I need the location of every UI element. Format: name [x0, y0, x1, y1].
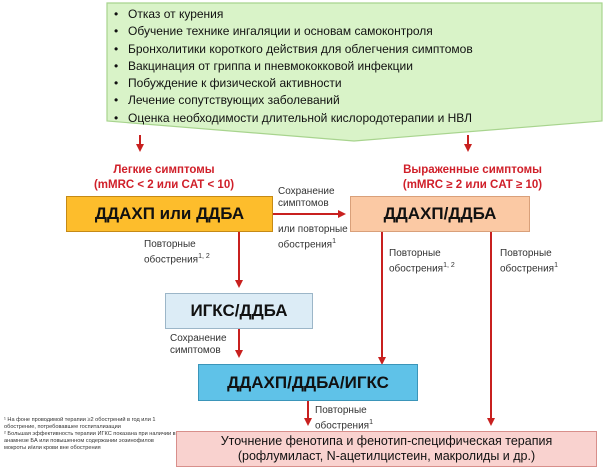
general-measures-item-text: Обучение технике ингаляции и основам сам…: [128, 24, 433, 39]
box-phenotype-therapy: Уточнение фенотипа и фенотип-специфическ…: [176, 431, 597, 467]
note-right-repeated-b-sup: 1: [554, 262, 558, 269]
bullet-dot-icon: •: [114, 24, 119, 39]
severe-symptoms-label: Выраженные симптомы (mMRC ≥ 2 или CAT ≥ …: [385, 163, 560, 193]
mild-symptoms-criteria: (mMRC < 2 или CAT < 10): [93, 179, 235, 191]
general-measures-item-text: Побуждение к физической активности: [128, 76, 342, 91]
top-panel-shape: [106, 2, 603, 142]
box-lama-or-laba: ДДАХП или ДДБА: [66, 196, 273, 232]
general-measures-item-text: Лечение сопутствующих заболеваний: [128, 93, 340, 108]
general-measures-item: • Лечение сопутствующих заболеваний: [112, 92, 592, 109]
note-bottom-repeated-text: Повторные обострения: [315, 405, 370, 432]
note-persisting-text: Сохранение симптомов: [278, 186, 335, 209]
note-or-repeated: или повторные обострения1: [278, 224, 353, 251]
note-right-repeated-b: Повторные обострения1: [500, 248, 570, 275]
general-measures-item-text: Отказ от курения: [128, 7, 224, 21]
note-bottom-repeated-sup: 1: [369, 419, 373, 426]
general-measures-item-text: Оценка необходимости длительной кислород…: [128, 110, 473, 125]
note-left-repeated-text: Повторные обострения: [144, 239, 199, 266]
bullet-dot-icon: •: [114, 93, 119, 108]
bullet-dot-icon: •: [114, 76, 119, 91]
footnote-2: ² Большая эффективность терапии ИГКС пок…: [4, 431, 176, 451]
box-ics-laba: ИГКС/ДДБА: [165, 293, 313, 329]
general-measures-item: • Обучение технике ингаляции и основам са…: [112, 23, 592, 40]
note-right-repeated-b-text: Повторные обострения: [500, 248, 555, 275]
general-measures-item: • Побуждение к физической активности: [112, 75, 592, 92]
box-triple-therapy: ДДАХП/ДДБА/ИГКС: [198, 364, 418, 401]
severe-symptoms-criteria: (mMRC ≥ 2 или CAT ≥ 10): [402, 179, 543, 191]
footnote-1: ¹ На фоне проводимой терапии ≥2 обострен…: [4, 417, 156, 430]
mild-symptoms-title: Легкие симптомы: [113, 164, 215, 176]
phenotype-therapy-line1: Уточнение фенотипа и фенотип-специфическ…: [220, 434, 553, 448]
bullet-dot-icon: •: [114, 41, 119, 56]
mild-symptoms-label: Легкие симптомы (mMRC < 2 или CAT < 10): [84, 163, 244, 193]
bullet-dot-icon: •: [114, 58, 119, 73]
note-middle-persisting-text: Сохранение симптомов: [170, 333, 227, 356]
general-measures-item-text: Вакцинация от гриппа и пневмококковой ин…: [128, 58, 413, 73]
general-measures-item: • Оценка необходимости длительной кислоро…: [112, 110, 592, 127]
general-measures-item: • Бронхолитики короткого действия для обл…: [112, 41, 592, 58]
note-left-repeated-sup: 1, 2: [198, 253, 210, 260]
bullet-dot-icon: •: [114, 110, 119, 125]
footnotes: ¹ На фоне проводимой терапии ≥2 обострен…: [4, 417, 176, 452]
phenotype-therapy-line2: (рофлумиласт, N-ацетилцистеин, макролиды…: [237, 449, 536, 463]
note-left-repeated: Повторные обострения1, 2: [144, 239, 224, 266]
general-measures-item: • Вакцинация от гриппа и пневмококковой и…: [112, 58, 592, 75]
general-measures-item: • Отказ от курения: [112, 6, 592, 23]
note-middle-persisting: Сохранение симптомов: [170, 333, 240, 357]
box-lama-laba: ДДАХП/ДДБА: [350, 196, 530, 232]
note-right-repeated-a-text: Повторные обострения: [389, 248, 444, 275]
note-or-repeated-sup: 1: [332, 238, 336, 245]
general-measures-item-text: Бронхолитики короткого действия для обле…: [128, 41, 473, 56]
note-right-repeated-a: Повторные обострения1, 2: [389, 248, 469, 275]
note-persisting-symptoms: Сохранение симптомов: [278, 186, 348, 210]
note-or-repeated-text: или повторные обострения: [278, 224, 348, 251]
general-measures-list: • Отказ от курения • Обучение технике ингал…: [112, 6, 592, 127]
bullet-dot-icon: •: [114, 7, 119, 21]
note-right-repeated-a-sup: 1, 2: [443, 262, 455, 269]
severe-symptoms-title: Выраженные симптомы: [403, 164, 542, 176]
note-bottom-repeated: Повторные обострения1: [315, 405, 385, 432]
